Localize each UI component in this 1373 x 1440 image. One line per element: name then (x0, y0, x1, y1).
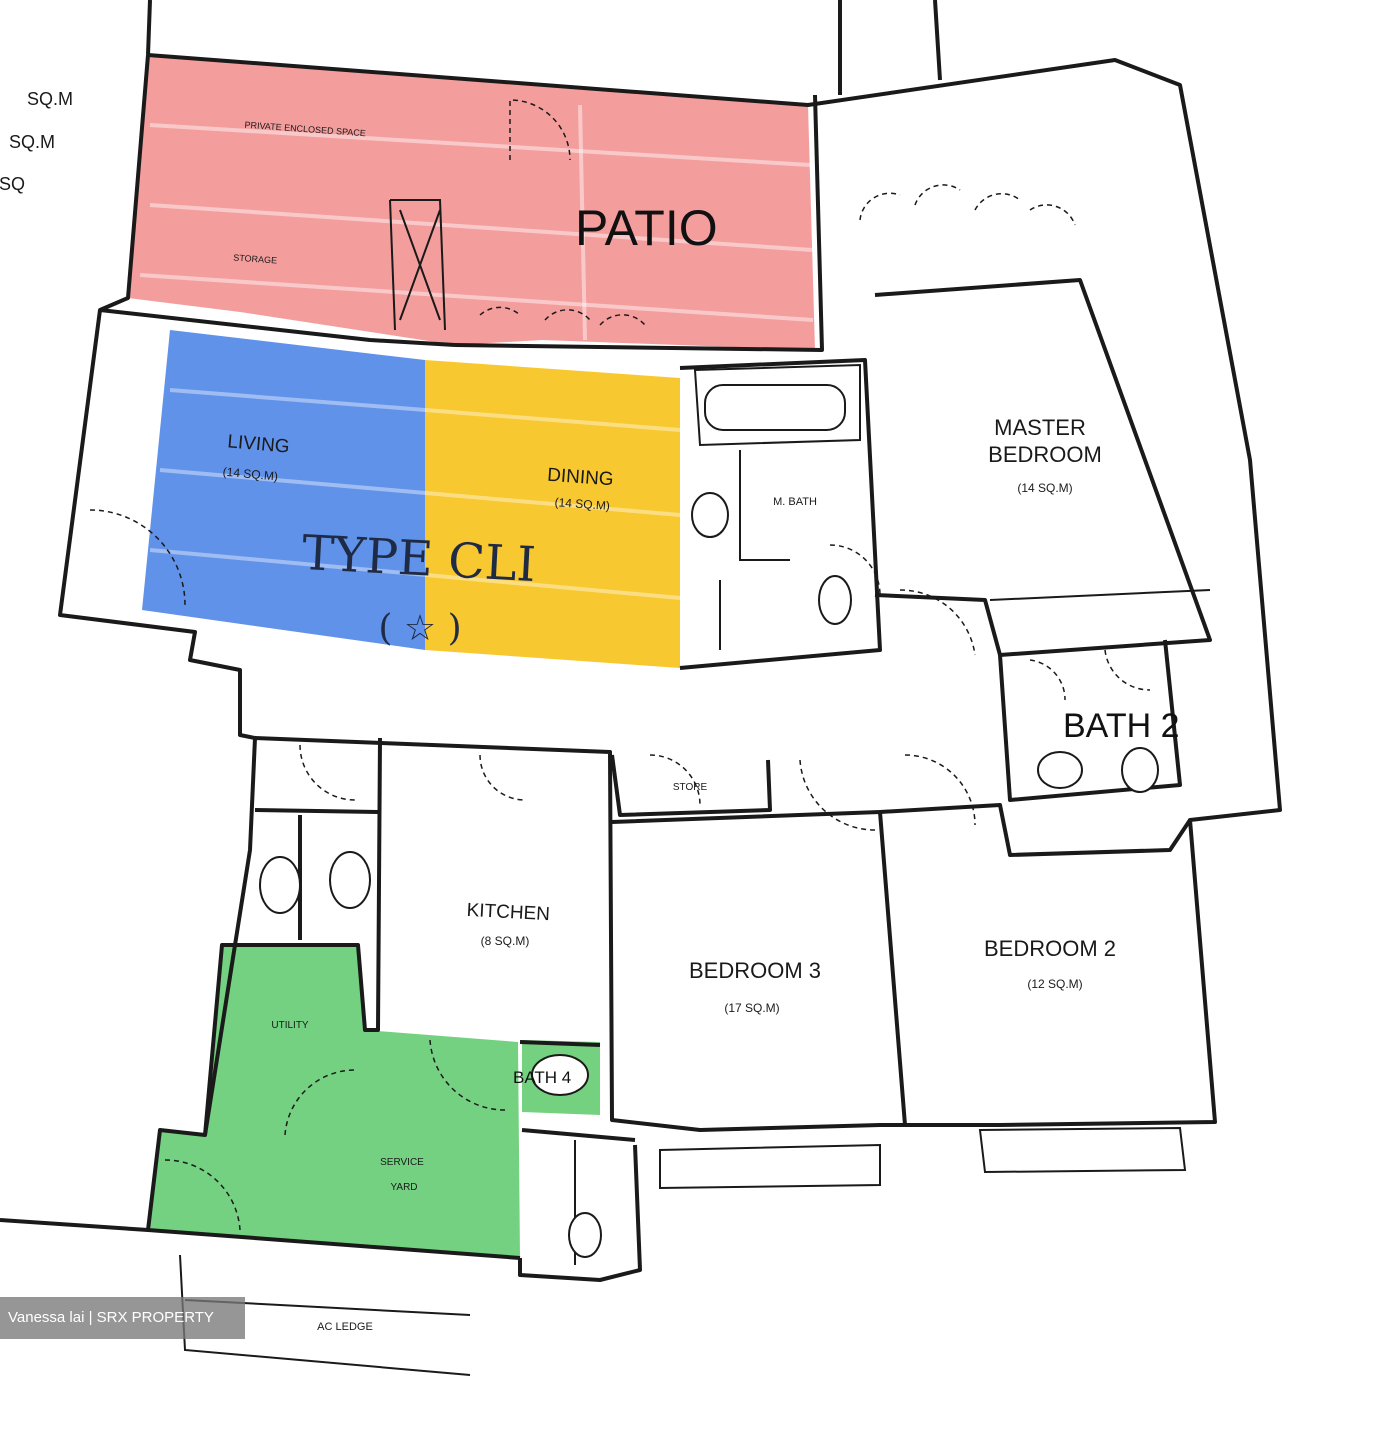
unit-type-label: TYPE CLI (301, 525, 537, 593)
bedroom2-area-label: (12 SQ.M) (1027, 977, 1082, 991)
kitchen-area-label: (8 SQ.M) (481, 934, 530, 948)
bath4-label: BATH 4 (513, 1068, 571, 1087)
unit-type-mark: ( ☆ ) (378, 608, 461, 649)
store-label: STORE (673, 782, 708, 793)
wc-icon (1121, 747, 1159, 793)
wc-icon (329, 851, 371, 909)
margin-note: SQ.M (27, 89, 73, 109)
margin-note: SQ (0, 174, 25, 194)
living-zone (142, 330, 425, 650)
ac-ledge-label: AC LEDGE (317, 1321, 373, 1333)
storage-label: STORAGE (233, 252, 277, 265)
bath2-label: BATH 2 (1063, 707, 1180, 745)
bedroom3-area-label: (17 SQ.M) (724, 1001, 779, 1015)
dining-label: DINING (546, 465, 614, 491)
detail-lines (179, 199, 1211, 1376)
watermark: Vanessa lai | SRX PROPERTY (0, 1297, 245, 1339)
dining-zone (425, 360, 680, 668)
wc-icon (691, 492, 729, 538)
wc-icon (259, 856, 301, 914)
living-band-lines (149, 388, 681, 600)
margin-note: SQ.M (9, 132, 55, 152)
wc-icon (568, 1212, 602, 1258)
master-bedroom-label: BEDROOM (988, 442, 1102, 467)
utility-label: UTILITY (271, 1020, 309, 1031)
wc-icon (1037, 751, 1083, 789)
service-yard-label: SERVICE (380, 1157, 424, 1168)
wc-icon (818, 575, 852, 625)
master-bedroom-area-label: (14 SQ.M) (1017, 481, 1072, 495)
living-area-label: (14 SQ.M) (222, 465, 278, 484)
bathtub-icon (704, 384, 846, 431)
master-bedroom-label: MASTER (994, 415, 1086, 440)
master-bath-label: M. BATH (773, 496, 817, 508)
basin-icon (531, 1054, 589, 1096)
bedroom2-label: BEDROOM 2 (984, 936, 1116, 961)
patio-band-lines (139, 104, 814, 341)
dining-area-label: (14 SQ.M) (554, 495, 610, 513)
patio-label: PATIO (575, 200, 718, 256)
fixtures (259, 384, 1159, 1258)
service-yard-label: YARD (390, 1182, 417, 1193)
kitchen-label: KITCHEN (466, 900, 550, 925)
interior-walls (99, 94, 1212, 1142)
bedroom3-label: BEDROOM 3 (689, 958, 821, 983)
door-swings (89, 99, 1151, 1231)
patio-zone (128, 55, 815, 350)
